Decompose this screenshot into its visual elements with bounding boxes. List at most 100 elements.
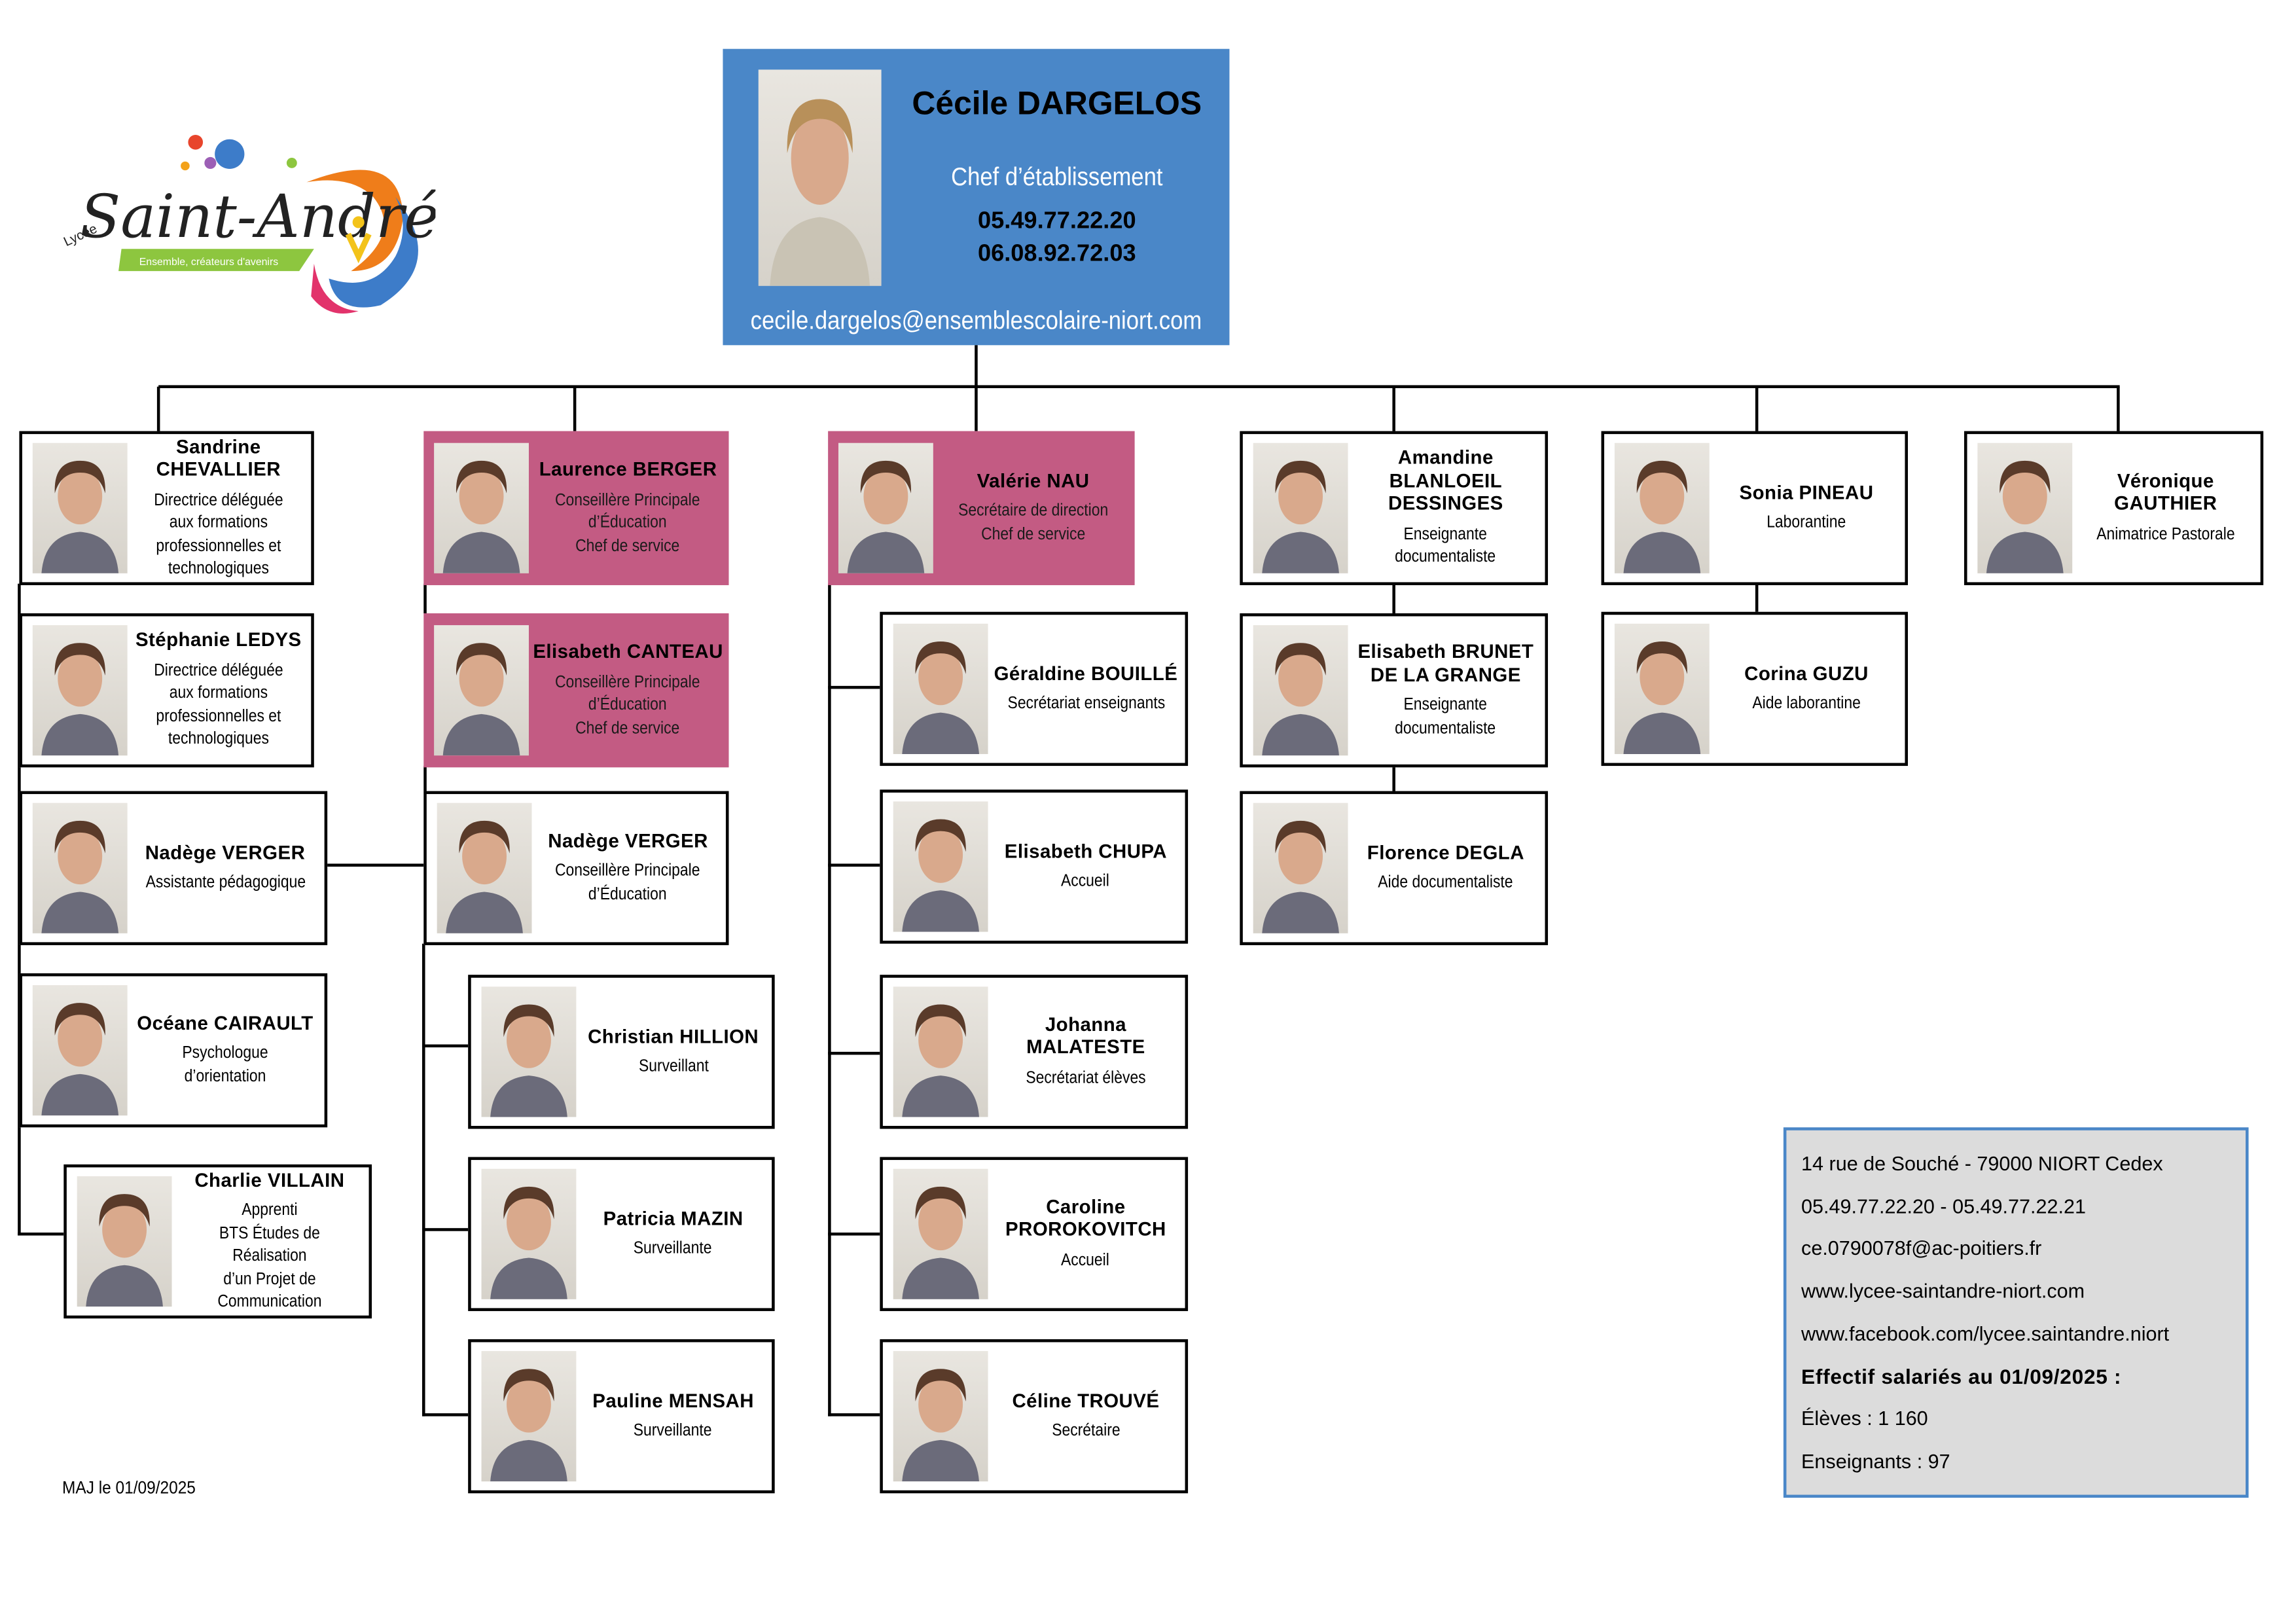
connector-line <box>156 386 160 431</box>
staff-photo <box>481 1168 577 1299</box>
staff-name-line: Stéphanie LEDYS <box>135 628 302 651</box>
head-card: Cécile DARGELOS Chef d’établissement 05.… <box>723 48 1230 346</box>
staff-role: Accueil <box>1062 871 1110 894</box>
staff-photo <box>32 625 128 756</box>
enseignants-count: Enseignants : 97 <box>1801 1450 1950 1473</box>
staff-role-line: professionnelles et <box>156 708 281 726</box>
staff-name-line: Johanna <box>1045 1013 1126 1036</box>
staff-name-line: Charlie VILLAIN <box>194 1168 345 1191</box>
head-phone-1: 05.49.77.22.20 <box>977 209 1136 234</box>
connector-line <box>422 1228 469 1231</box>
school-info-box: 14 rue de Souché - 79000 NIORT Cedex 05.… <box>1783 1127 2249 1498</box>
connector-line <box>422 1413 469 1416</box>
head-email[interactable]: cecile.dargelos@ensemblescolaire-niort.c… <box>750 306 1202 335</box>
staff-card-nadege1: Nadège VERGER Assistante pédagogique <box>19 791 328 945</box>
staff-role-line: aux formations <box>169 514 268 532</box>
staff-role-line: Apprenti <box>242 1201 298 1219</box>
staff-role-line: documentaliste <box>1395 719 1496 737</box>
staff-photo <box>77 1176 172 1307</box>
staff-name: Géraldine BOUILLÉ <box>994 662 1178 685</box>
connector-line <box>1392 766 1395 791</box>
staff-card-celine: Céline TROUVÉ Secrétaire <box>880 1339 1189 1494</box>
phones: 05.49.77.22.20 - 05.49.77.22.21 <box>1801 1195 2086 1218</box>
connector-line <box>573 386 577 431</box>
staff-role-line: d’un Projet de Communication <box>217 1270 322 1311</box>
staff-name: Charlie VILLAIN <box>194 1168 344 1191</box>
staff-name: Pauline MENSAH <box>592 1389 754 1412</box>
staff-role-line: Accueil <box>1061 873 1110 891</box>
email-link[interactable]: ce.0790078f@ac-poitiers.fr <box>1801 1237 2042 1260</box>
staff-name-line: Elisabeth BRUNET <box>1357 640 1534 662</box>
connector-line <box>422 1044 469 1048</box>
staff-text: Céline TROUVÉ Secrétaire <box>990 1342 1182 1490</box>
staff-text: Nadège VERGER Assistante pédagogique <box>129 794 321 942</box>
website-link[interactable]: www.lycee-saintandre-niort.com <box>1801 1280 2085 1303</box>
staff-role-line: Secrétaire <box>1051 1422 1121 1440</box>
staff-role: Surveillant <box>638 1056 708 1079</box>
staff-text: Géraldine BOUILLÉ Secrétariat enseignants <box>990 615 1182 763</box>
facebook-link[interactable]: www.facebook.com/lycee.saintandre.niort <box>1801 1322 2170 1345</box>
staff-name-line: Sonia PINEAU <box>1739 480 1874 503</box>
staff-role: Accueil <box>1062 1250 1110 1273</box>
staff-role-line: documentaliste <box>1395 548 1496 567</box>
staff-role: Surveillante <box>634 1238 713 1261</box>
staff-photo <box>893 623 988 754</box>
school-logo: Ensemble, créateurs d'avenirs Saint-Andr… <box>62 134 435 314</box>
staff-role-line: Enseignante <box>1404 696 1488 714</box>
staff-role-line: Secrétaire de direction <box>958 502 1109 520</box>
staff-name-line: Nadège VERGER <box>145 840 306 863</box>
connector-line <box>1392 386 1395 431</box>
staff-role-line: Conseillère Principale <box>555 862 701 880</box>
connector-line <box>423 766 427 791</box>
staff-photo <box>893 1351 988 1482</box>
staff-role-line: Secrétariat enseignants <box>1007 695 1165 713</box>
staff-name-line: Céline TROUVÉ <box>1012 1388 1160 1411</box>
staff-role-line: technologiques <box>168 731 269 749</box>
staff-role: Animatrice Pastorale <box>2096 524 2234 547</box>
staff-role-line: d’Éducation <box>588 514 668 532</box>
staff-name-line: DESSINGES <box>1388 492 1503 514</box>
staff-role-line: Accueil <box>1061 1251 1110 1269</box>
staff-name: Corina GUZU <box>1744 662 1869 685</box>
staff-name: Nadège VERGER <box>145 840 306 863</box>
staff-photo <box>32 442 128 573</box>
staff-name: Océane CAIRAULT <box>137 1011 313 1034</box>
connector-line <box>158 385 2120 388</box>
staff-role: Assistante pédagogique <box>145 873 306 895</box>
staff-photo <box>32 803 128 933</box>
connector-line <box>975 345 978 387</box>
staff-text: Elisabeth CHUPA Accueil <box>990 793 1182 941</box>
connector-line <box>18 1232 64 1236</box>
staff-photo <box>1253 625 1348 756</box>
connector-line <box>828 1232 880 1236</box>
staff-role-line: Chef de service <box>575 719 681 737</box>
staff-name-line: Océane CAIRAULT <box>137 1011 314 1034</box>
connector-line <box>975 386 978 431</box>
staff-name-line: Elisabeth CHUPA <box>1004 839 1168 862</box>
connector-line <box>1755 386 1759 431</box>
staff-name-line: Sandrine <box>176 435 261 458</box>
